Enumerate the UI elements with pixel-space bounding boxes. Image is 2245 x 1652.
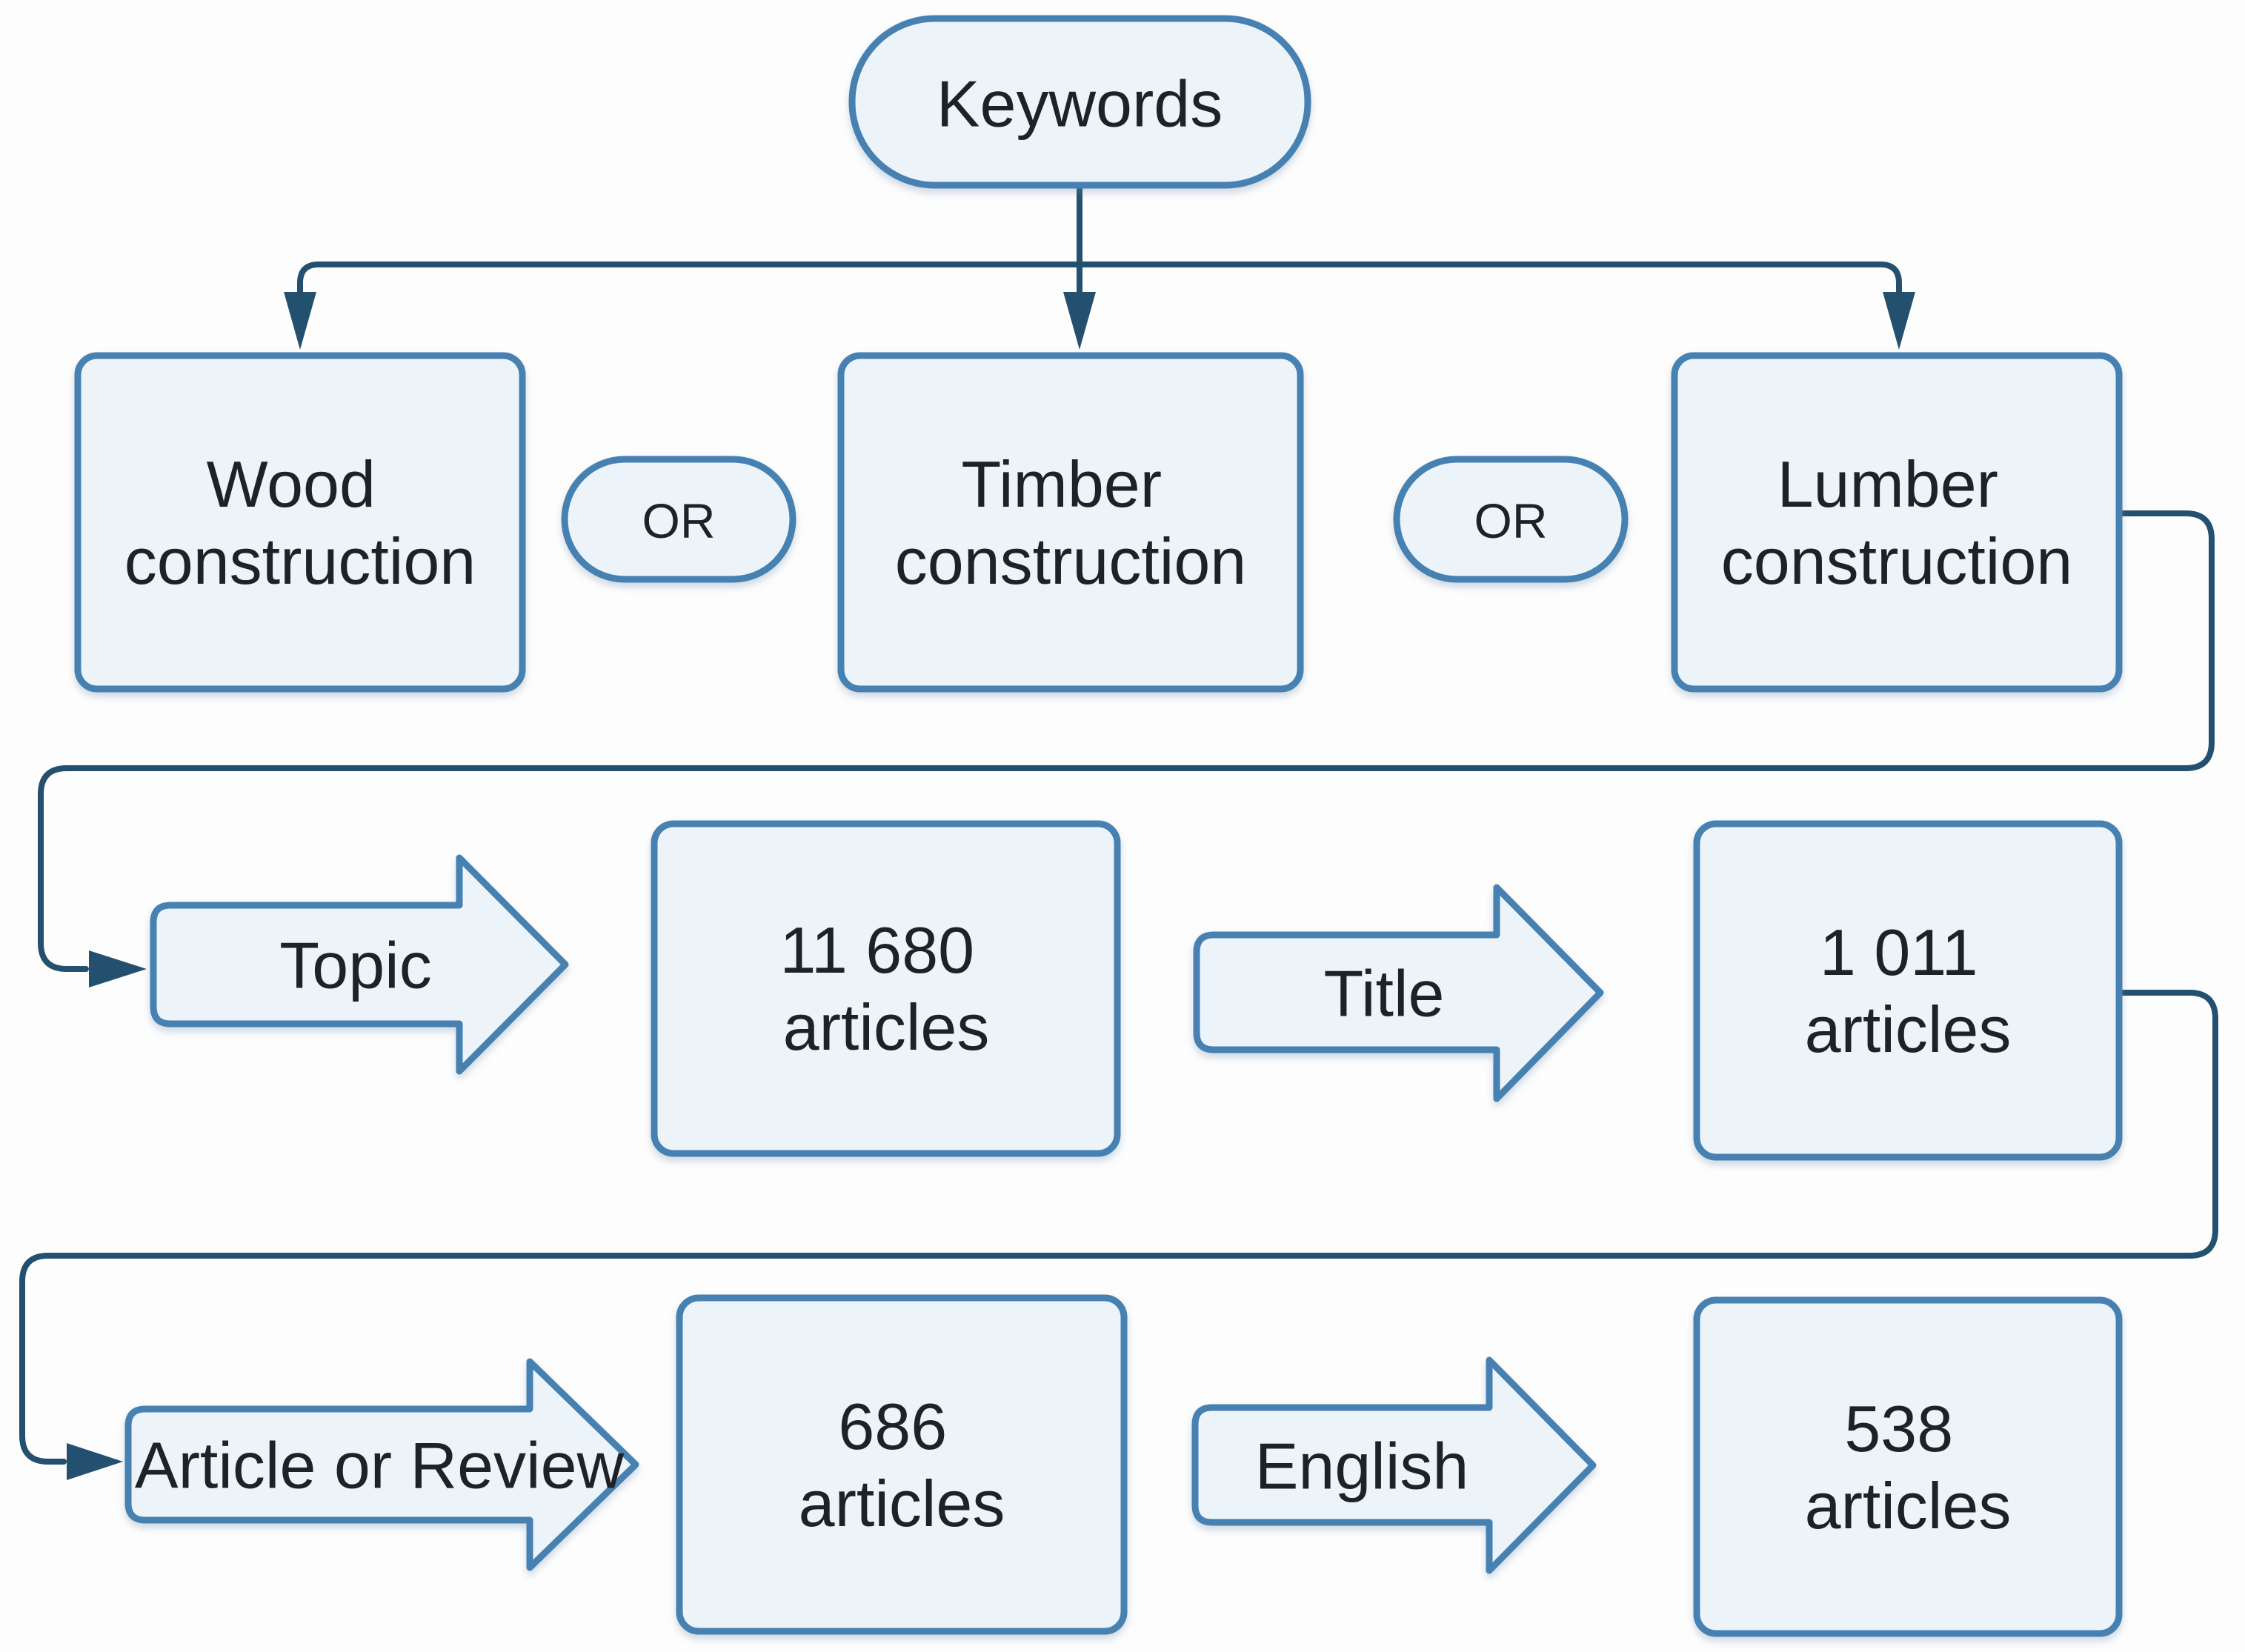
connector-line bbox=[297, 262, 1902, 299]
keywords-pill bbox=[848, 15, 1311, 189]
block-arrow-right bbox=[1193, 884, 1604, 1102]
or-pill bbox=[561, 456, 796, 583]
article-or-review-filter-arrow: Article or Review bbox=[124, 1358, 639, 1571]
lumber-to-topic-connector bbox=[38, 510, 2215, 987]
block-arrow-right bbox=[1191, 1356, 1597, 1574]
title-label: Title bbox=[1324, 957, 1445, 1030]
lumber-construction-node: Lumber construction bbox=[1671, 352, 2123, 693]
timber-construction-label: Timber construction bbox=[895, 447, 1246, 598]
label-line: construction bbox=[124, 524, 476, 598]
down-arrowhead-icon bbox=[1063, 292, 1096, 350]
block-arrow-right bbox=[124, 1358, 639, 1571]
down-arrowhead-icon bbox=[284, 292, 316, 350]
label-line: 11 680 bbox=[779, 913, 974, 987]
label-line: Timber bbox=[962, 447, 1163, 521]
label-line: articles bbox=[1805, 1469, 2012, 1542]
english-filter-arrow: English bbox=[1191, 1356, 1597, 1574]
article-or-review-label: Article or Review bbox=[135, 1429, 625, 1502]
label-line: 538 bbox=[1844, 1392, 1953, 1465]
timber-construction-node: Timber construction bbox=[837, 352, 1304, 693]
or-label: OR bbox=[642, 493, 716, 548]
lumber-construction-box bbox=[1671, 352, 2123, 693]
top-branch-connector bbox=[284, 182, 1915, 350]
label-line: 686 bbox=[838, 1390, 947, 1463]
topic-label: Topic bbox=[279, 929, 431, 1002]
articles-1011-box bbox=[1693, 820, 2123, 1161]
articles-1011-node: 1 011 articles bbox=[1693, 820, 2123, 1161]
timber-construction-box bbox=[837, 352, 1304, 693]
articles-538-label: 538 articles bbox=[1805, 1392, 2012, 1542]
right-arrowhead-icon bbox=[67, 1443, 123, 1480]
articles-686-label: 686 articles bbox=[799, 1390, 1005, 1540]
label-line: 1 011 bbox=[1820, 916, 1978, 989]
label-line: Lumber bbox=[1777, 447, 1998, 521]
articles-11680-node: 11 680 articles bbox=[651, 820, 1121, 1157]
keywords-terminal: Keywords bbox=[848, 15, 1311, 189]
connector-line bbox=[38, 510, 2215, 972]
articles-686-node: 686 articles bbox=[676, 1294, 1128, 1635]
or-operator-2: OR bbox=[1393, 456, 1629, 583]
wood-construction-box bbox=[74, 352, 526, 693]
articles-1011-label: 1 011 articles bbox=[1805, 916, 2012, 1066]
lumber-construction-label: Lumber construction bbox=[1721, 447, 2072, 598]
label-line: articles bbox=[799, 1467, 1005, 1540]
wood-construction-label: Wood construction bbox=[124, 447, 476, 598]
label-line: articles bbox=[1805, 993, 2012, 1066]
topic-filter-arrow: Topic bbox=[150, 854, 569, 1075]
connector-line bbox=[19, 990, 2218, 1465]
english-label: English bbox=[1255, 1430, 1469, 1503]
title-filter-arrow: Title bbox=[1193, 884, 1604, 1102]
right-arrowhead-icon bbox=[89, 950, 147, 987]
articles-686-box bbox=[676, 1294, 1128, 1635]
label-line: articles bbox=[783, 990, 990, 1064]
down-arrowhead-icon bbox=[1883, 292, 1915, 350]
articles1011-to-article-or-review-connector bbox=[19, 990, 2218, 1480]
articles-11680-box bbox=[651, 820, 1121, 1157]
wood-construction-node: Wood construction bbox=[74, 352, 526, 693]
articles-538-node: 538 articles bbox=[1693, 1296, 2123, 1637]
articles-538-box bbox=[1693, 1296, 2123, 1637]
or-pill bbox=[1393, 456, 1629, 583]
block-arrow-right bbox=[150, 854, 569, 1075]
or-label: OR bbox=[1474, 493, 1548, 548]
or-operator-1: OR bbox=[561, 456, 796, 583]
articles-11680-label: 11 680 articles bbox=[779, 913, 992, 1064]
keywords-label: Keywords bbox=[937, 67, 1223, 141]
label-line: construction bbox=[895, 524, 1246, 598]
label-line: Wood bbox=[207, 447, 376, 521]
label-line: construction bbox=[1721, 524, 2072, 598]
